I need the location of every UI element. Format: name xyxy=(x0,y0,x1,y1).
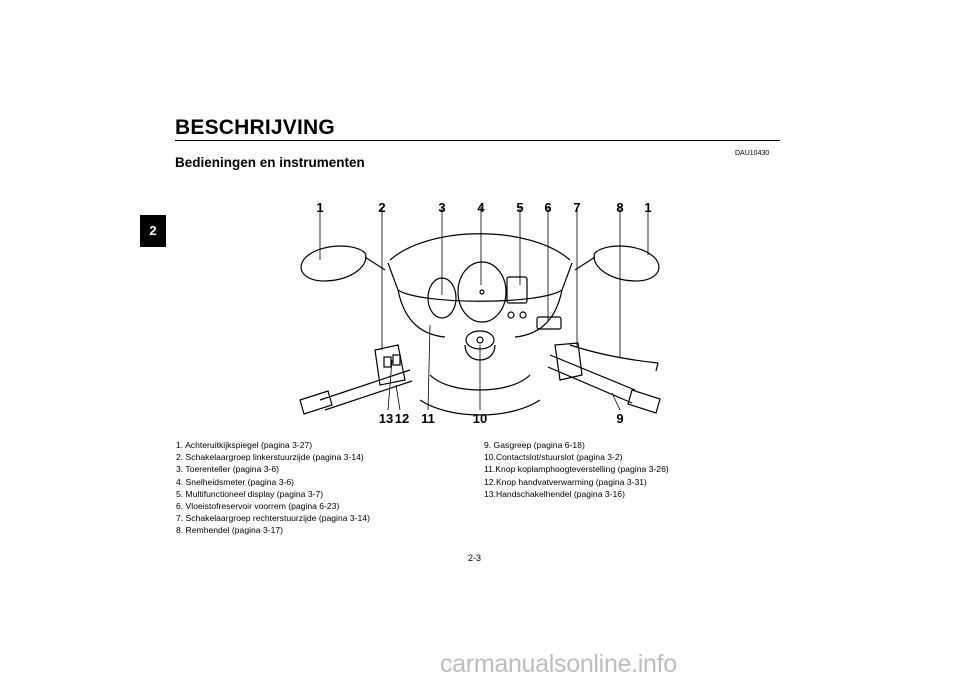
callout-7: 7 xyxy=(573,200,580,215)
legend-item: 8. Remhendel (pagina 3-17) xyxy=(176,525,284,536)
legend-item: 2. Schakelaargroep linkerstuurzijde (pag… xyxy=(176,452,364,463)
chapter-tab: 2 xyxy=(140,215,166,247)
callout-12: 12 xyxy=(395,411,409,426)
legend-item: 5. Multifunctioneel display (pagina 3-7) xyxy=(176,488,324,499)
callout-5: 5 xyxy=(516,200,523,215)
section-title: Bedieningen en instrumenten xyxy=(175,155,365,170)
legend-item: 1. Achteruitkijkspiegel (pagina 3-27) xyxy=(176,440,313,450)
legend-item: 11.Knop koplamphoogteverstelling (pagina… xyxy=(484,464,669,475)
legend-item: 3. Toerenteller (pagina 3-6) xyxy=(176,464,280,475)
title-rule xyxy=(175,140,780,141)
callout-9: 9 xyxy=(616,411,623,426)
callout-1-right: 1 xyxy=(644,200,651,215)
legend-left-column: 1. Achteruitkijkspiegel (pagina 3-27) 2.… xyxy=(176,439,476,537)
callout-13: 13 xyxy=(379,411,393,426)
handlebar-illustration: 1 2 3 4 5 6 7 8 1 13 12 11 10 9 xyxy=(299,200,661,426)
legend-item: 10.Contactslot/stuurslot (pagina 3-2) xyxy=(484,452,623,463)
page-number: 2-3 xyxy=(468,553,482,563)
legend-item: 12.Knop handvatverwarming (pagina 3-31) xyxy=(484,476,647,487)
chapter-title: BESCHRIJVING xyxy=(175,116,335,139)
document-code: DAU10430 xyxy=(735,150,770,157)
legend-item: 13.Handschakelhendel (pagina 3-16) xyxy=(484,488,625,499)
callout-11: 11 xyxy=(421,411,435,426)
callout-1-left: 1 xyxy=(316,200,323,215)
callout-8: 8 xyxy=(616,200,623,215)
legend-right-column: 9. Gasgreep (pagina 6-18) 10.Contactslot… xyxy=(484,439,774,500)
callout-4: 4 xyxy=(477,200,485,215)
legend-item: 7. Schakelaargroep rechterstuurzijde (pa… xyxy=(176,513,370,524)
legend-item: 4. Snelheidsmeter (pagina 3-6) xyxy=(176,476,294,487)
callout-2: 2 xyxy=(378,200,385,215)
callout-6: 6 xyxy=(544,200,551,215)
watermark: carmanualsonline.info xyxy=(440,650,677,678)
legend-item: 9. Gasgreep (pagina 6-18) xyxy=(484,440,585,450)
callout-10: 10 xyxy=(473,411,487,426)
callout-3: 3 xyxy=(438,200,445,215)
legend-item: 6. Vloeistofreservoir voorrem (pagina 6-… xyxy=(176,501,340,512)
